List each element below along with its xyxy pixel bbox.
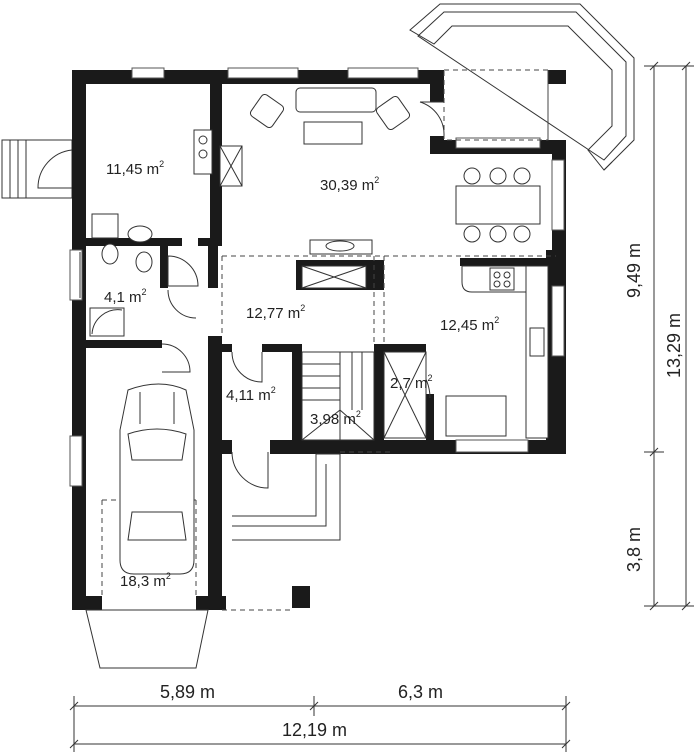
- dimensions-bottom: 5,89 m 6,3 m 12,19 m: [69, 682, 571, 752]
- side-entrance-steps: [1, 139, 73, 199]
- bathroom-furniture: [89, 213, 153, 337]
- driveway: [85, 609, 209, 669]
- inner-walls: [72, 84, 558, 606]
- dimension-right-upper: 9,49 m: [624, 243, 644, 298]
- front-path: [232, 453, 341, 541]
- staircase: [301, 351, 375, 441]
- room-label-living: 30,39 m2: [320, 175, 379, 194]
- dimensions-right: 9,49 m 3,8 m 13,29 m: [624, 61, 694, 611]
- car: [119, 383, 195, 575]
- room-label-kitchen: 12,45 m2: [440, 315, 499, 334]
- room-label-pantry: 2,7 m2: [390, 373, 433, 392]
- windows: [69, 67, 565, 487]
- room-labels: 11,45 m2 30,39 m2 4,1 m2 12,77 m2 12,45 …: [104, 159, 499, 590]
- room-label-stairs: 3,98 m2: [310, 409, 361, 428]
- terrace-bay: [409, 3, 635, 171]
- room-label-vestibule: 4,11 m2: [226, 385, 276, 404]
- living-furniture: [249, 87, 541, 255]
- dimension-right-total: 13,29 m: [664, 313, 684, 378]
- dimension-right-lower: 3,8 m: [624, 527, 644, 572]
- dimension-bottom-left: 5,89 m: [160, 682, 215, 702]
- room-label-kitchen-utility: 11,45 m2: [106, 159, 164, 178]
- room-label-garage: 18,3 m2: [120, 571, 171, 590]
- kitchen-furniture: [193, 129, 549, 439]
- room-label-bathroom: 4,1 m2: [104, 287, 147, 306]
- dimension-bottom-total: 12,19 m: [282, 720, 347, 740]
- dimension-bottom-right: 6,3 m: [398, 682, 443, 702]
- room-label-hall: 12,77 m2: [246, 303, 305, 322]
